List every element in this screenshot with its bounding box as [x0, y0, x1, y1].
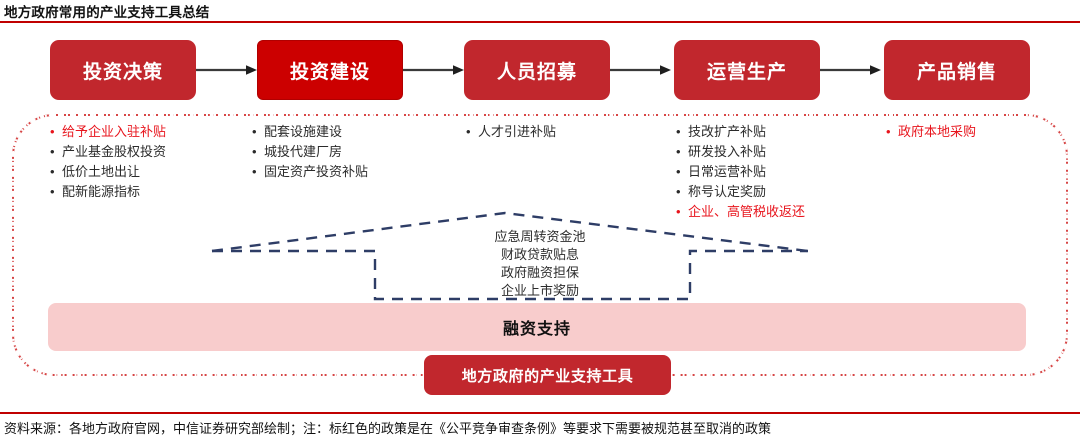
list-item: • 城投代建厂房 [252, 142, 452, 161]
list-item-label: 政府融资担保 [500, 265, 579, 280]
tool-list-recruitment: • 人才引进补贴 [466, 122, 666, 142]
summary-badge: 地方政府的产业支持工具 [424, 355, 671, 395]
bullet-icon: • [252, 144, 257, 159]
list-item: • 研发投入补贴 [676, 142, 876, 161]
list-item-label: 低价土地出让 [62, 164, 141, 179]
source-note: 资料来源：各地方政府官网，中信证券研究部绘制；注：标红色的政策是在《公平竞争审查… [4, 421, 772, 436]
tool-list-operations: • 技改扩产补贴 • 研发投入补贴 • 日常运营补贴 • 称号认定奖励 • 企业… [676, 122, 876, 222]
list-item-label: 日常运营补贴 [688, 164, 767, 179]
bullet-icon: • [676, 144, 681, 159]
financing-instruments-list: 应急周转资金池 财政贷款贴息 政府融资担保 企业上市奖励 [440, 228, 640, 300]
list-item-label: 技改扩产补贴 [688, 124, 767, 139]
bullet-icon: • [676, 204, 681, 219]
list-item: • 政府本地采购 [886, 122, 1076, 141]
stage-label: 投资建设 [289, 61, 370, 83]
list-item: • 配新能源指标 [50, 182, 250, 201]
list-item: • 企业、高管税收返还 [676, 202, 876, 221]
bullet-icon: • [676, 124, 681, 139]
stage-label: 产品销售 [916, 61, 997, 83]
list-item-label: 财政贷款贴息 [500, 247, 579, 262]
bullet-icon: • [50, 164, 55, 179]
list-item-label: 政府本地采购 [898, 124, 977, 139]
arrow-right-icon [820, 65, 881, 75]
bullet-icon: • [676, 164, 681, 179]
list-item-label: 配套设施建设 [264, 124, 343, 139]
stage-box-operations[interactable]: 运营生产 [674, 40, 820, 100]
bullet-icon: • [676, 184, 681, 199]
list-item-label: 产业基金股权投资 [62, 144, 167, 159]
list-item: • 给予企业入驻补贴 [50, 122, 250, 141]
tool-list-product-sales: • 政府本地采购 [886, 122, 1076, 142]
financing-support-label: 融资支持 [502, 321, 571, 338]
list-item-label: 城投代建厂房 [264, 144, 343, 159]
bullet-icon: • [50, 124, 55, 139]
bullet-icon: • [50, 184, 55, 199]
bullet-icon: • [466, 124, 471, 139]
financing-support-bar: 融资支持 [48, 303, 1026, 351]
bullet-icon: • [252, 164, 257, 179]
list-item-label: 企业上市奖励 [500, 283, 579, 298]
list-item-label: 研发投入补贴 [688, 144, 767, 159]
summary-badge-label: 地方政府的产业支持工具 [461, 367, 634, 385]
stage-box-investment-construction[interactable]: 投资建设 [257, 40, 403, 100]
list-item: • 固定资产投资补贴 [252, 162, 452, 181]
list-item: • 人才引进补贴 [466, 122, 666, 141]
list-item: • 配套设施建设 [252, 122, 452, 141]
stage-box-investment-decision[interactable]: 投资决策 [50, 40, 196, 100]
list-item-label: 称号认定奖励 [688, 184, 767, 199]
list-item-label: 固定资产投资补贴 [264, 164, 369, 179]
stage-box-product-sales[interactable]: 产品销售 [884, 40, 1030, 100]
list-item-label: 应急周转资金池 [494, 229, 586, 244]
list-item-label: 配新能源指标 [62, 184, 141, 199]
list-item: • 称号认定奖励 [676, 182, 876, 201]
bullet-icon: • [886, 124, 891, 139]
list-item: • 日常运营补贴 [676, 162, 876, 181]
page-title: 地方政府常用的产业支持工具总结 [4, 5, 210, 20]
list-item: • 低价土地出让 [50, 162, 250, 181]
list-item-label: 人才引进补贴 [478, 124, 557, 139]
list-item: • 技改扩产补贴 [676, 122, 876, 141]
bullet-icon: • [252, 124, 257, 139]
bullet-icon: • [50, 144, 55, 159]
stage-label: 人员招募 [496, 61, 577, 83]
list-item-label: 企业、高管税收返还 [688, 204, 806, 219]
arrow-right-icon [610, 65, 671, 75]
arrow-right-icon [196, 65, 257, 75]
stage-label: 投资决策 [82, 61, 163, 83]
footer-divider [0, 412, 1080, 414]
stage-label: 运营生产 [706, 61, 787, 83]
stage-box-recruitment[interactable]: 人员招募 [464, 40, 610, 100]
title-divider [0, 21, 1080, 23]
list-item-label: 给予企业入驻补贴 [62, 124, 167, 139]
tool-list-investment-decision: • 给予企业入驻补贴 • 产业基金股权投资 • 低价土地出让 • 配新能源指标 [50, 122, 250, 202]
tool-list-investment-construction: • 配套设施建设 • 城投代建厂房 • 固定资产投资补贴 [252, 122, 452, 182]
arrow-right-icon [403, 65, 464, 75]
list-item: • 产业基金股权投资 [50, 142, 250, 161]
